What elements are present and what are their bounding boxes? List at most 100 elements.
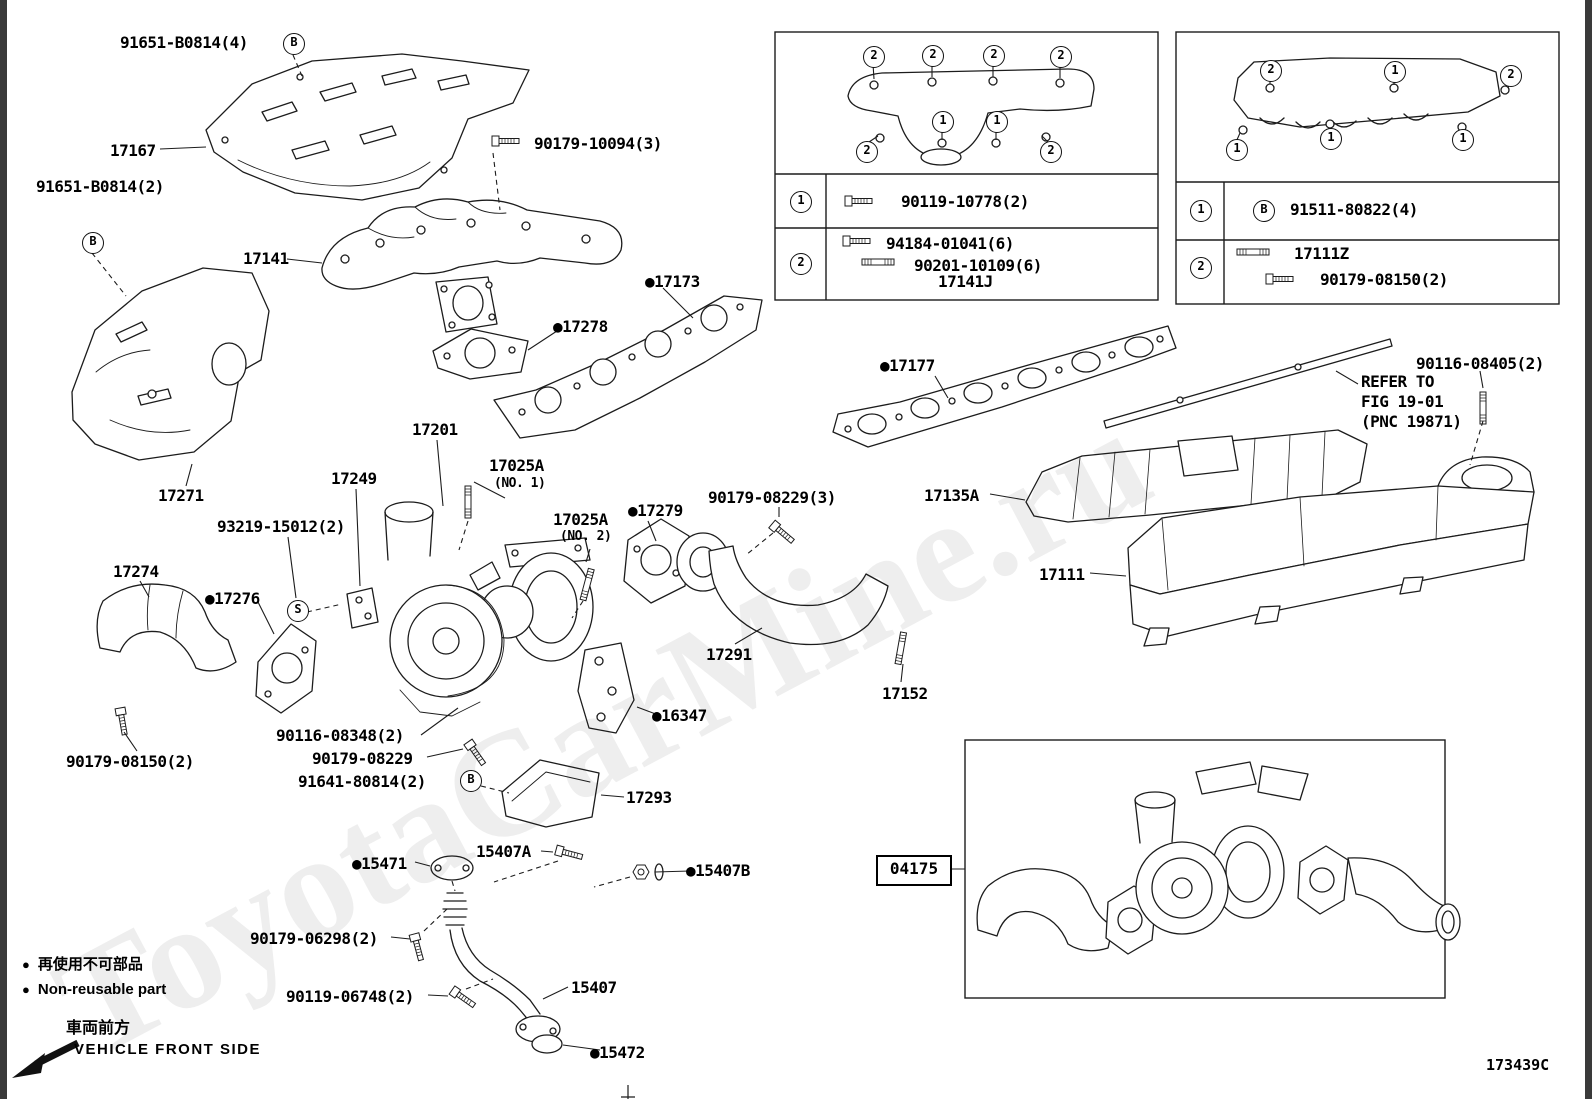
label-16347[interactable]: ●16347	[652, 706, 707, 725]
part-17167-heat-insulator	[205, 53, 530, 201]
nut-icon	[632, 864, 650, 880]
stud-icon	[1236, 248, 1270, 256]
part-16347-plate	[577, 642, 635, 734]
label-17167[interactable]: 17167	[110, 141, 156, 160]
bolt-icon	[114, 706, 131, 736]
label-90179100943[interactable]: 90179-10094(3)	[534, 134, 662, 153]
label-90179082293[interactable]: 90179-08229(3)	[708, 488, 836, 507]
circled-2-badge: 2	[983, 45, 1005, 67]
label-15407b[interactable]: ●15407B	[686, 861, 750, 880]
vehicle-front-label-en: VEHICLE FRONT SIDE	[74, 1041, 262, 1058]
part-refer-rod	[1103, 338, 1393, 429]
vehicle-front-label-jp: 車両前方	[66, 1020, 131, 1037]
circled-1-badge: 1	[1190, 200, 1212, 222]
circled-2-badge: 2	[922, 45, 944, 67]
refer-note-line: REFER TO	[1361, 372, 1435, 391]
label-17025a[interactable]: 17025A	[489, 456, 544, 475]
circled-b-badge: B	[283, 33, 305, 55]
label-90179081502[interactable]: 90179-08150(2)	[1320, 270, 1448, 289]
label-91511808224[interactable]: 91511-80822(4)	[1290, 200, 1418, 219]
circled-2-badge: 2	[1050, 46, 1072, 68]
circled-2-badge: 2	[1190, 257, 1212, 279]
stud-icon	[861, 258, 895, 266]
label-17111[interactable]: 17111	[1039, 565, 1085, 584]
label-17111z[interactable]: 17111Z	[1294, 244, 1349, 263]
label-17201[interactable]: 17201	[412, 420, 458, 439]
nonreusable-bullet-icon: ●	[22, 957, 30, 972]
circled-1-badge: 1	[790, 191, 812, 213]
circled-1-badge: 1	[1320, 128, 1342, 150]
legend-jp-text: 再使用不可部品	[37, 956, 143, 973]
circled-2-badge: 2	[863, 46, 885, 68]
label-17152[interactable]: 17152	[882, 684, 928, 703]
label-94184010416[interactable]: 94184-01041(6)	[886, 234, 1014, 253]
part-17274-hose	[96, 583, 237, 672]
label-15407[interactable]: 15407	[571, 978, 617, 997]
stud-icon	[1479, 391, 1487, 425]
drawing-number: 173439C	[1486, 1056, 1550, 1074]
refer-note: REFER TO FIG 19-01 (PNC 19871)	[1361, 372, 1462, 432]
label-90179062982[interactable]: 90179-06298(2)	[250, 929, 378, 948]
circled-2-badge: 2	[856, 141, 878, 163]
label-91651b08142[interactable]: 91651-B0814(2)	[36, 177, 164, 196]
circled-b-badge: B	[1253, 200, 1275, 222]
label-17274[interactable]: 17274	[113, 562, 159, 581]
label-91641808142[interactable]: 91641-80814(2)	[298, 772, 426, 791]
label-91651b08144[interactable]: 91651-B0814(4)	[120, 33, 248, 52]
label-17249[interactable]: 17249	[331, 469, 377, 488]
part-17278-gasket	[432, 328, 529, 380]
label-93219150122[interactable]: 93219-15012(2)	[217, 517, 345, 536]
part-17293-insulator	[501, 759, 600, 828]
fastener-table-1	[774, 31, 1159, 301]
bolt-icon	[463, 738, 489, 768]
label-90119067482[interactable]: 90119-06748(2)	[286, 987, 414, 1006]
label-15407a[interactable]: 15407A	[476, 842, 531, 861]
label-17293[interactable]: 17293	[626, 788, 672, 807]
circled-2-badge: 2	[1040, 141, 1062, 163]
label-90179081502[interactable]: 90179-08150(2)	[66, 752, 194, 771]
part-17279-gasket	[623, 518, 690, 604]
stud-icon	[464, 485, 472, 519]
label-17279[interactable]: ●17279	[628, 501, 683, 520]
part-17135A-manifold	[1025, 429, 1368, 523]
circled-2-badge: 2	[1500, 65, 1522, 87]
label-17278[interactable]: ●17278	[553, 317, 608, 336]
label-17141j[interactable]: 17141J	[938, 272, 993, 291]
registration-mark	[621, 1085, 635, 1099]
label-17276[interactable]: ●17276	[205, 589, 260, 608]
label-15471[interactable]: ●15471	[352, 854, 407, 873]
circled-1-badge: 1	[932, 111, 954, 133]
bolt-icon	[491, 135, 520, 147]
legend-nonreusable-en: ● Non-reusable part	[22, 977, 166, 1002]
label-90116084052[interactable]: 90116-08405(2)	[1416, 354, 1544, 373]
label-no1[interactable]: (NO. 1)	[494, 476, 546, 491]
legend-en-text: Non-reusable part	[37, 981, 167, 998]
label-17141[interactable]: 17141	[243, 249, 289, 268]
circled-s-badge: S	[287, 600, 309, 622]
circled-b-badge: B	[82, 232, 104, 254]
label-17271[interactable]: 17271	[158, 486, 204, 505]
label-90116083482[interactable]: 90116-08348(2)	[276, 726, 404, 745]
bolt-icon	[448, 985, 478, 1011]
label-17177[interactable]: ●17177	[880, 356, 935, 375]
bolt-icon	[842, 235, 871, 247]
label-15472[interactable]: ●15472	[590, 1043, 645, 1062]
label-04175-callout[interactable]: 04175	[876, 855, 952, 886]
label-90119107782[interactable]: 90119-10778(2)	[901, 192, 1029, 211]
label-9017908229[interactable]: 90179-08229	[312, 749, 413, 768]
circled-1-badge: 1	[1452, 129, 1474, 151]
label-17291[interactable]: 17291	[706, 645, 752, 664]
label-17025a[interactable]: 17025A	[553, 510, 608, 529]
label-17135a[interactable]: 17135A	[924, 486, 979, 505]
label-17173[interactable]: ●17173	[645, 272, 700, 291]
circled-1-badge: 1	[986, 111, 1008, 133]
bolt-icon	[768, 519, 797, 546]
part-17276-gasket	[255, 623, 317, 714]
label-no2[interactable]: (NO. 2)	[560, 529, 612, 544]
part-17141-exhaust-manifold	[321, 198, 623, 333]
part-04175-turbo-kit	[976, 761, 1461, 955]
label-90201101096[interactable]: 90201-10109(6)	[914, 256, 1042, 275]
